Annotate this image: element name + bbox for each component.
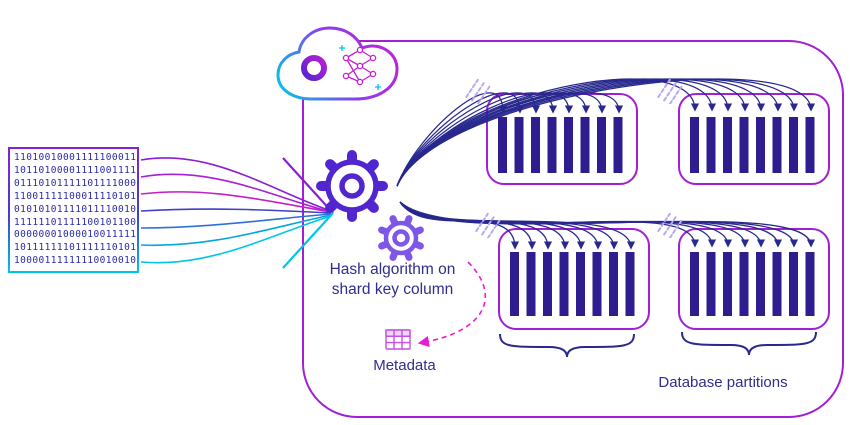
binary-row: 11010010001111100011: [14, 152, 137, 163]
binary-row: 10000111111110010010: [14, 255, 137, 267]
hash-algorithm-label-line2: shard key column: [331, 281, 454, 298]
database-partitions-label: Database partitions: [658, 374, 788, 391]
binary-row: 11111101111100101100: [14, 216, 137, 228]
partition-columns: [690, 117, 816, 173]
partition-columns: [498, 117, 624, 173]
binary-row: 11001111100011110101: [14, 190, 137, 202]
partition-box-top-right: [678, 93, 830, 185]
binary-row: 10110100001111001111: [14, 164, 137, 176]
binary-matrix: 11010010001111100011 1011010000111100111…: [10, 149, 137, 271]
binary-row: 01110101111101111000: [14, 177, 137, 189]
binary-input-box: 11010010001111100011 1011010000111100111…: [8, 147, 139, 273]
partition-box-bottom-right: [678, 228, 830, 330]
hash-algorithm-label-line1: Hash algorithm on: [329, 261, 456, 278]
partition-columns: [510, 252, 636, 316]
binary-row: 00000001000010011111: [14, 229, 137, 241]
metadata-label: Metadata: [373, 357, 436, 374]
partition-box-bottom-left: [498, 228, 650, 330]
hash-algorithm-label: Hash algorithm on shard key column: [305, 260, 480, 300]
partition-box-top-left: [486, 93, 638, 185]
partition-columns: [690, 252, 816, 316]
binary-row: 10111111101111110101: [14, 242, 137, 254]
binary-row: 01010101111011110010: [14, 203, 137, 215]
